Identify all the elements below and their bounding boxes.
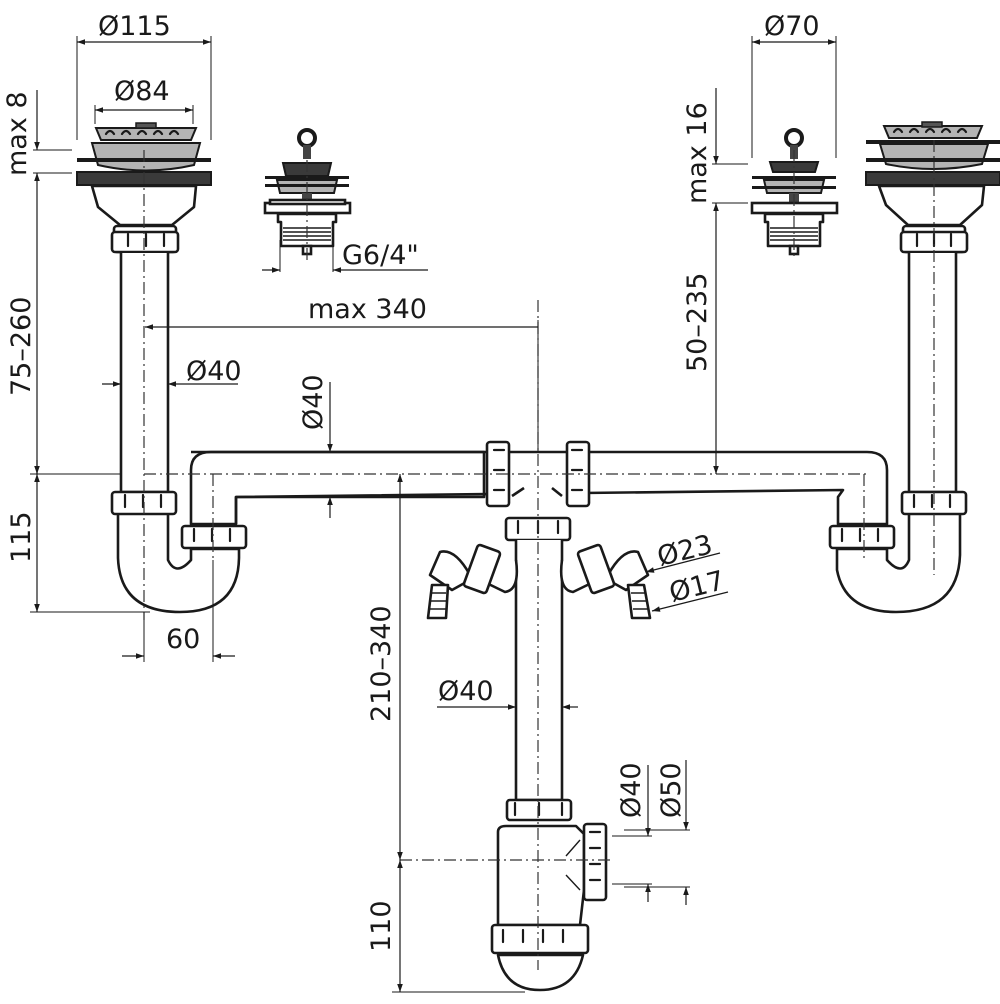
dim-connector-outer: Ø23: [654, 529, 715, 573]
dim-max-horizontal: max 340: [308, 294, 427, 325]
dim-trap-offset: 60: [166, 624, 200, 655]
left-u-trap: [110, 490, 248, 614]
dim-left-max-thickness: max 8: [2, 91, 33, 176]
appliance-connector-right: [559, 543, 652, 620]
dim-connector-inner: Ø17: [666, 565, 727, 609]
dim-vertical-pipe-diameter: Ø40: [438, 676, 494, 707]
dim-right-max-thickness: max 16: [682, 102, 713, 204]
center-lines: [143, 140, 935, 970]
dim-strainer-basket-diameter: Ø84: [114, 76, 170, 107]
dim-thread-size: G6/4": [342, 240, 419, 271]
right-strainer: [865, 121, 1000, 254]
dim-strainer-outer-diameter: Ø115: [98, 11, 171, 42]
vertical-drain-pipe: [514, 540, 564, 802]
dim-outlet-diameter-small: Ø40: [616, 762, 647, 818]
dim-left-pipe-diameter: Ø40: [186, 356, 242, 387]
right-vertical-pipe: [907, 253, 958, 494]
dim-bottle-depth: 110: [366, 900, 397, 952]
dim-horizontal-pipe-diameter: Ø40: [298, 374, 329, 430]
left-strainer: [76, 122, 212, 254]
right-plug-strainer: [750, 128, 839, 256]
appliance-connector-left: [426, 543, 519, 620]
dim-outlet-diameter-large: Ø50: [656, 762, 687, 818]
bottle-trap: [490, 798, 608, 992]
dimension-lines: [30, 36, 837, 993]
dim-left-height-range: 75–260: [6, 297, 37, 396]
dim-vertical-range: 210–340: [366, 605, 397, 722]
dim-right-height-range: 50–235: [682, 273, 713, 372]
dim-plug-strainer-diameter: Ø70: [764, 11, 820, 42]
dim-trap-depth: 115: [6, 511, 37, 563]
